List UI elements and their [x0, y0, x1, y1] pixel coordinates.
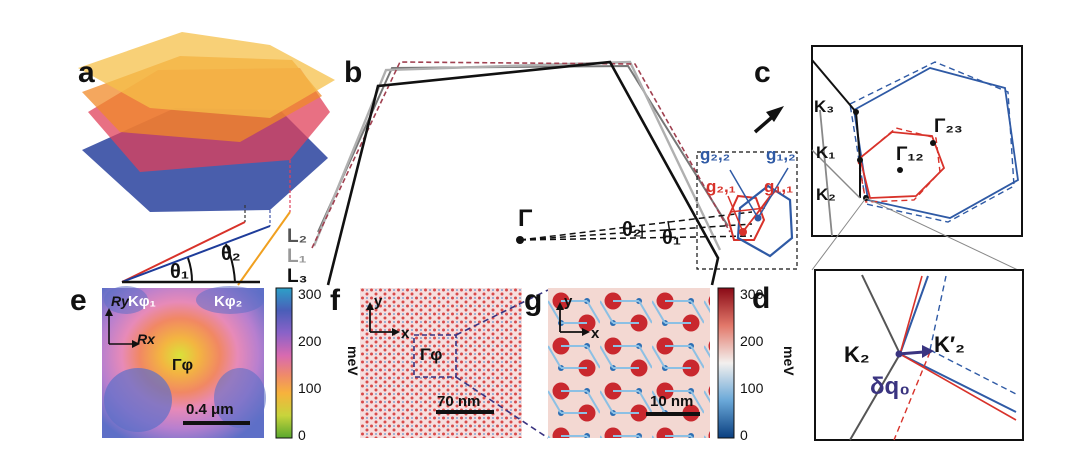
cb-g-tick-100: 100	[740, 380, 764, 396]
panel-a: θ₁ θ₂ a	[78, 32, 335, 286]
g21-label: g₂,₁	[706, 177, 736, 196]
kphi1-label: Kφ₁	[128, 293, 156, 310]
panel-label-a: a	[78, 56, 95, 89]
layer-l3-label: L₃	[287, 266, 307, 287]
scale-e-label: 0.4 μm	[186, 401, 234, 418]
gamma23-label: Γ₂₃	[934, 116, 963, 137]
k1-label: K₁	[816, 143, 835, 162]
layer-l2-label: L₂	[287, 226, 307, 247]
hexagon-l1	[312, 60, 722, 251]
ry-label: Ry	[111, 293, 130, 309]
zoom-box-c	[696, 151, 798, 270]
x-f-label: x	[401, 325, 410, 342]
panel-e: Ry Rx Kφ₁ Kφ₂ Γφ 0.4 μm 300 200 100 0 me…	[70, 284, 361, 443]
g11-label: g₁,₁	[764, 177, 793, 196]
x-g-label: x	[591, 325, 600, 342]
cb-g-tick-200: 200	[740, 333, 764, 349]
k2-label: K₂	[816, 185, 836, 204]
cb-e-unit: meV	[345, 346, 361, 376]
panel-d: K₂ K′₂ δq₀ d	[752, 269, 1024, 441]
panel-f: y x Γφ 70 nm f	[330, 284, 549, 439]
gamma12-label: Γ₁₂	[896, 144, 924, 165]
theta2-label: θ₂	[221, 243, 241, 265]
gammaphi-f-label: Γφ	[420, 345, 442, 364]
gammaphi-e-label: Γφ	[172, 357, 193, 374]
panel-label-d: d	[752, 282, 770, 315]
panel-label-e: e	[70, 284, 87, 317]
panel-label-c: c	[754, 56, 771, 89]
k2-d-label: K₂	[844, 342, 870, 367]
k3-label: K₃	[814, 97, 834, 116]
panel-g: y x 10 nm 300 200 100 0 meV g	[524, 284, 797, 443]
kphi2-label: Kφ₂	[214, 293, 242, 310]
y-g-label: y	[564, 293, 573, 310]
g12-label: g₁,₂	[766, 145, 796, 164]
hexagon-l3	[326, 60, 720, 286]
rx-label: Rx	[137, 331, 156, 347]
panel-label-b: b	[344, 56, 362, 89]
theta2-b-label: θ₂	[622, 219, 642, 241]
panel-c-frame	[811, 45, 1023, 237]
cb-e-tick-100: 100	[298, 380, 322, 396]
theta1-b-label: θ₁	[662, 227, 681, 249]
scale-f-label: 70 nm	[437, 393, 480, 410]
cb-e-tick-300: 300	[298, 286, 322, 302]
g22-label: g₂,₂	[700, 145, 730, 164]
y-f-label: y	[374, 293, 383, 310]
k2prime-label: K′₂	[934, 332, 965, 357]
panel-b: Γ θ₂ θ₁ g₂,₂ g₁,₂ g₂,₁ g₁,₁ L₂ L₁ L₃ b	[287, 56, 798, 287]
cb-g-tick-0: 0	[740, 427, 748, 443]
gamma-label: Γ	[518, 205, 533, 232]
layer-l1-label: L₁	[287, 246, 307, 267]
zoom-box-g	[413, 334, 457, 378]
scale-g-label: 10 nm	[650, 393, 693, 410]
panel-c: c K₃ K₁ K₂ Γ₁₂ Γ₂₃	[753, 45, 1023, 271]
colorbar-g	[717, 287, 735, 439]
theta1-label: θ₁	[170, 261, 189, 283]
cb-e-tick-200: 200	[298, 333, 322, 349]
panel-label-g: g	[524, 284, 542, 317]
cb-g-tick-300: 300	[740, 286, 764, 302]
panel-label-f: f	[330, 284, 341, 317]
cb-e-tick-0: 0	[298, 427, 306, 443]
colorbar-e	[275, 287, 293, 439]
cb-g-unit: meV	[781, 346, 797, 376]
hexagon-red-dashed	[311, 61, 731, 249]
layer-yellow	[78, 32, 335, 118]
delta-q-label: δq₀	[870, 373, 910, 400]
